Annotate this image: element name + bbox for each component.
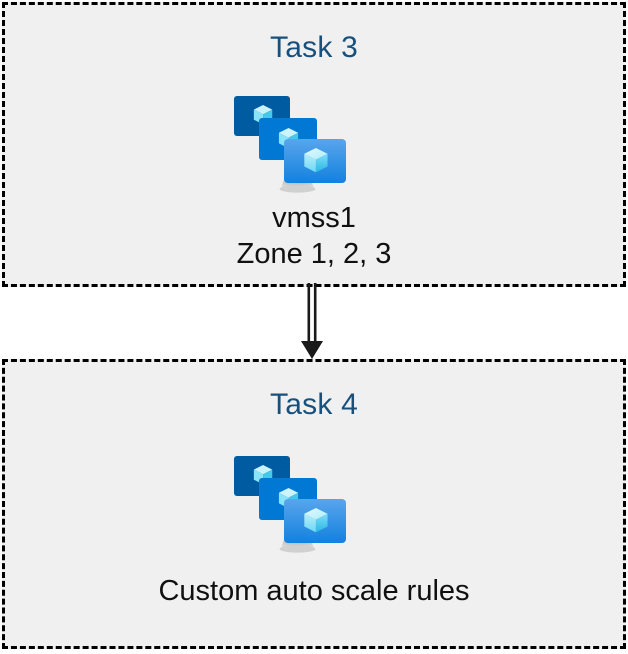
- task-title-task4: Task 4: [270, 388, 358, 421]
- caption-line: vmss1: [272, 202, 356, 234]
- caption-line: Custom auto scale rules: [158, 575, 470, 607]
- caption-line: Zone 1, 2, 3: [236, 238, 392, 270]
- task-caption-task3: vmss1 Zone 1, 2, 3: [0, 200, 628, 272]
- task-title-task3: Task 3: [270, 31, 358, 64]
- task-caption-task4: Custom auto scale rules: [0, 573, 628, 609]
- azure-vm-scale-set-icon: [228, 448, 352, 554]
- double-line-down-arrow-icon: [296, 283, 328, 361]
- azure-vm-scale-set-icon: [228, 88, 352, 194]
